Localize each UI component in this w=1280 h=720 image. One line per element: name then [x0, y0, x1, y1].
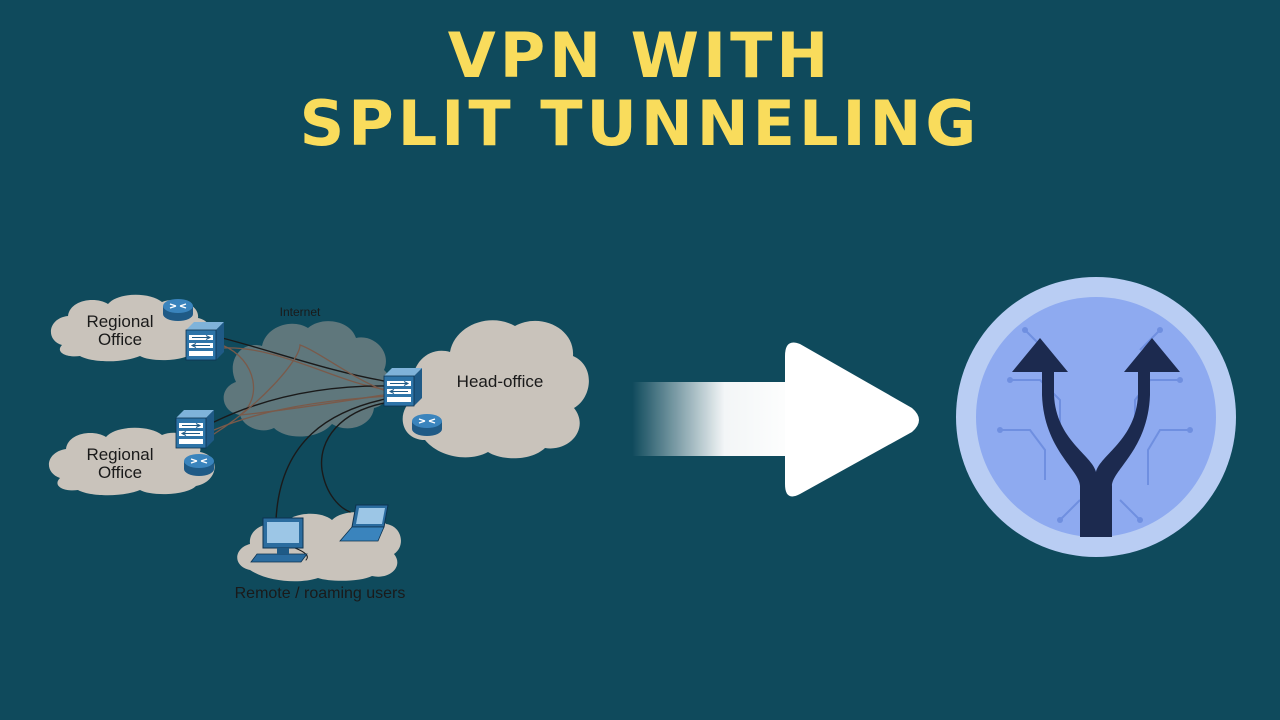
regional-office-top-label-line1: Regional: [86, 312, 153, 331]
remote-users-label: Remote / roaming users: [235, 585, 406, 602]
router-icon: [411, 413, 443, 437]
right-arrow-icon: [632, 342, 919, 497]
regional-office-bottom-label-line1: Regional: [86, 445, 153, 464]
regional-office-cloud-bottom: [48, 427, 215, 496]
firewall-icon: [185, 321, 225, 361]
regional-office-bottom-label-line2: Office: [98, 463, 142, 482]
internet-cloud: [223, 321, 391, 437]
title-line-1: VPN WITH: [447, 19, 833, 92]
internet-label: Internet: [280, 305, 321, 319]
laptop-icon: [339, 504, 389, 542]
desktop-computer-icon: [250, 517, 308, 563]
firewall-icon: [175, 409, 215, 449]
regional-office-top-label-line2: Office: [98, 330, 142, 349]
title-line-2: SPLIT TUNNELING: [299, 87, 981, 160]
page-title: VPN WITH SPLIT TUNNELING: [0, 22, 1280, 158]
firewall-icon: [383, 367, 423, 407]
router-icon: [183, 453, 215, 477]
network-links: [213, 337, 391, 561]
head-office-cloud: [402, 320, 589, 459]
split-tunnel-icon: [956, 277, 1236, 557]
router-icon: [162, 298, 194, 322]
head-office-label: Head-office: [457, 372, 544, 391]
